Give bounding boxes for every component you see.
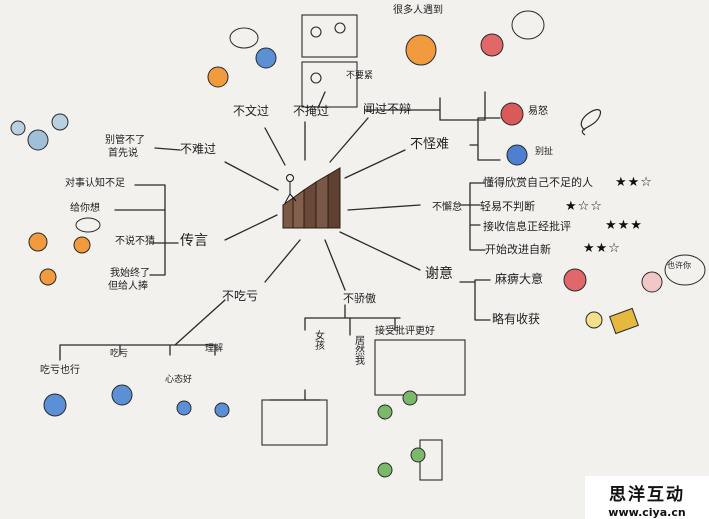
branch-budaiman: 不懈怠 <box>432 202 462 213</box>
face-blue-bottomleft <box>43 384 230 418</box>
face-orange-top <box>405 34 437 66</box>
stars-row-4: ★★☆ <box>583 241 621 256</box>
note-bottom-2: 居然我 <box>352 335 364 365</box>
note-right-bubble: 也许你 <box>667 261 691 270</box>
stars-row-2: ★☆☆ <box>565 199 603 214</box>
note-bottom-5: 心态好 <box>165 375 193 385</box>
frame-top-a <box>301 14 358 58</box>
note-left-6: 我始终了 <box>110 268 150 279</box>
branch-bugaiguo: 不掩过 <box>293 104 330 118</box>
note-right-7: 易怒 <box>528 106 548 117</box>
face-red-top <box>480 33 504 57</box>
snake-doodle <box>580 109 601 136</box>
face-green-bottom <box>377 390 426 478</box>
face-blue-topleft <box>255 47 277 69</box>
spoke-top-right <box>329 117 369 163</box>
note-bottom-1: 女孩 <box>312 330 324 350</box>
face-orange-topleft <box>207 66 229 88</box>
face-blue-right <box>506 144 528 166</box>
note-bottom-3: 接受批评更好 <box>375 326 435 337</box>
spoke-bottom <box>324 239 346 291</box>
face-yellow-right <box>585 311 603 329</box>
branch-bunanguo: 不难过 <box>180 142 217 156</box>
note-left-1: 别管不了 <box>105 135 145 146</box>
branch-bunan: 不怪难 <box>410 137 450 152</box>
bracket-right-upper <box>469 117 501 161</box>
face-red-right <box>500 102 524 126</box>
bracket-top-right <box>364 91 486 121</box>
line-bottom-left-box <box>269 389 321 401</box>
line-top-box <box>317 91 326 109</box>
spoke-bottom-left <box>264 239 301 283</box>
bracket-right-lower <box>459 279 491 321</box>
note-left-3: 对事认知不足 <box>65 178 125 189</box>
note-right-5: 麻痹大意 <box>495 272 544 286</box>
spoke-right-upper <box>344 149 406 179</box>
spoke-left <box>224 214 278 241</box>
note-right-3: 接收信息正经批评 <box>483 220 571 233</box>
face-pink-right <box>641 271 663 293</box>
frame-bottom-center <box>374 339 466 396</box>
branch-buwenti: 不文过 <box>233 104 270 118</box>
note-left-8: 吃亏也行 <box>40 365 80 376</box>
spoke-left-upper <box>224 161 279 191</box>
branch-buyanhou: 不骄傲 <box>343 292 376 305</box>
branch-huiyan: 谢意 <box>425 266 453 282</box>
frame-bottom-left <box>261 399 328 446</box>
face-red-lowright <box>563 268 587 292</box>
center-staircase <box>282 167 341 229</box>
face-orange-left <box>28 232 91 286</box>
branch-bumingnan: 不吃亏 <box>222 289 259 303</box>
note-bottom-6: 理解 <box>205 344 224 354</box>
branch-wenguo: 闻过不辩 <box>363 102 412 116</box>
speech-bubbles <box>75 10 706 286</box>
note-left-7: 但给人捧 <box>108 281 148 292</box>
bracket-left <box>114 184 179 276</box>
watermark-url: www.ciya.cn <box>608 506 686 519</box>
note-left-2: 首先说 <box>108 148 138 159</box>
face-blue-left <box>10 113 69 151</box>
bracket-bottom <box>304 304 401 336</box>
watermark: 思洋互动 www.ciya.cn <box>585 476 709 519</box>
bracket-bottom-left <box>59 299 226 361</box>
note-right-1: 懂得欣赏自己不足的人 <box>483 176 593 189</box>
line-left-upper <box>154 147 181 151</box>
note-right-2: 轻易不判断 <box>480 200 535 213</box>
note-left-4: 给你想 <box>70 203 100 214</box>
note-left-5: 不说不猜 <box>115 236 155 247</box>
stars-row-3: ★★★ <box>605 218 643 233</box>
spoke-right-lower <box>339 231 421 271</box>
branch-chuanyan: 传言 <box>180 233 208 249</box>
spoke-top-left <box>264 127 286 166</box>
note-right-6: 略有收获 <box>492 312 541 326</box>
bracket-right <box>459 182 486 251</box>
note-bottom-4: 吃亏 <box>110 349 129 359</box>
note-top-right: 很多人遇到 <box>393 5 443 16</box>
note-right-4: 开始改进自新 <box>485 243 551 256</box>
stars-row-1: ★★☆ <box>615 175 653 190</box>
gift-box-right <box>609 307 639 335</box>
note-top-bubble: 不要紧 <box>346 71 374 81</box>
note-right-8: 别扯 <box>535 147 554 157</box>
watermark-name: 思洋互动 <box>609 485 685 505</box>
frame-top-b <box>301 61 358 108</box>
spoke-right <box>347 204 421 211</box>
